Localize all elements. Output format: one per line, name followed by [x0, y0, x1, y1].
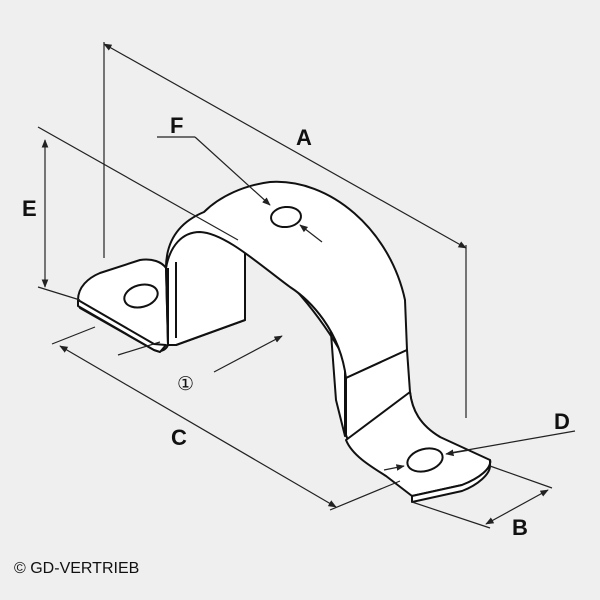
dim-B-ext-left	[411, 501, 491, 529]
dim-A-line	[103, 43, 467, 249]
dimension-lines	[37, 42, 576, 529]
dim-D-arrow-left	[383, 464, 405, 471]
left-strap-edge	[167, 262, 177, 345]
label-circled-1: ①	[177, 373, 194, 395]
dim-B-line	[485, 489, 549, 525]
dim-F-line-2	[299, 224, 323, 243]
dim-1-left	[117, 341, 161, 356]
dim-B-ext-right	[489, 465, 553, 489]
label-C: C	[171, 425, 187, 450]
dim-C-line	[59, 345, 337, 508]
hole-right	[406, 447, 444, 473]
label-E: E	[22, 196, 37, 221]
pipe-clamp-part	[77, 180, 492, 503]
dim-C-ext-left	[51, 326, 96, 345]
label-D: D	[554, 409, 570, 434]
copyright-notice: © GD-VERTRIEB	[14, 560, 140, 577]
left-foot	[77, 258, 169, 353]
dim-E-ext-top	[37, 126, 239, 241]
dim-D-arrow-right	[445, 449, 471, 457]
label-B: B	[512, 515, 528, 540]
dim-1-right	[213, 335, 283, 373]
hole-left	[123, 283, 159, 309]
dim-F-line	[194, 136, 271, 206]
label-A: A	[296, 125, 312, 150]
label-F: F	[170, 113, 183, 138]
dim-E-ext-bottom	[37, 286, 81, 301]
dim-D-leader	[449, 430, 576, 454]
dim-C-ext-right	[329, 480, 401, 511]
